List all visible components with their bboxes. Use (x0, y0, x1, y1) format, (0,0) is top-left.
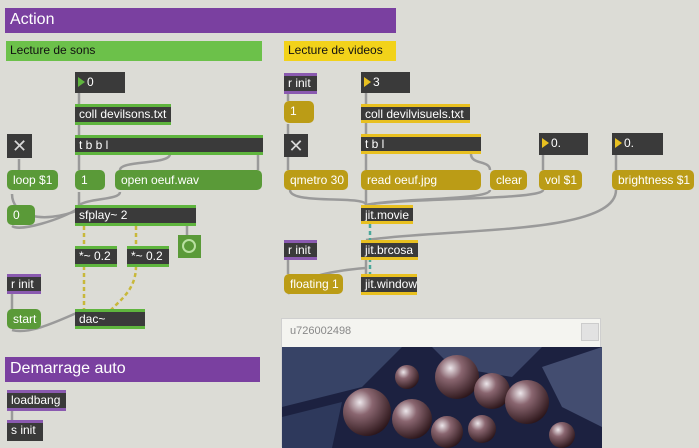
toggle-x-icon: ✕ (11, 136, 28, 156)
brightness-message[interactable]: brightness $1 (612, 170, 694, 190)
gain-right-object[interactable]: *~ 0.2 (127, 246, 169, 267)
coll-devilvisuels-label: coll devilvisuels.txt (365, 107, 464, 121)
coll-devilsons-label: coll devilsons.txt (79, 107, 167, 121)
cord (118, 153, 172, 171)
section-sounds: Lecture de sons (6, 41, 262, 61)
open-oeuf-wav-message[interactable]: open oeuf.wav (115, 170, 262, 190)
start-message[interactable]: start (7, 309, 41, 329)
floating-message[interactable]: floating 1 (284, 274, 343, 294)
send-init-label: s init (11, 423, 36, 437)
trigger-video-object[interactable]: t b l (361, 134, 481, 154)
trigger-sound-object[interactable]: t b b l (75, 135, 263, 155)
vol-number-box[interactable]: 0. (539, 133, 588, 155)
signal-cord (109, 265, 138, 312)
r-init-sound-label: r init (11, 277, 34, 291)
video-number-box[interactable]: 3 (361, 72, 410, 93)
jit-brcosa-object[interactable]: jit.brcosa (361, 240, 418, 260)
r-init-sound-object[interactable]: r init (7, 274, 41, 294)
loop-toggle[interactable]: ✕ (7, 134, 32, 158)
gain-right-label: *~ 0.2 (131, 249, 163, 263)
vol-message[interactable]: vol $1 (539, 170, 582, 190)
loadbang-object[interactable]: loadbang (7, 390, 66, 411)
window-title: u726002498 (290, 325, 352, 337)
sfplay-object[interactable]: sfplay~ 2 (75, 205, 196, 226)
clear-message[interactable]: clear (490, 170, 527, 190)
gain-left-label: *~ 0.2 (79, 249, 111, 263)
r-init-video-object[interactable]: r init (284, 73, 317, 94)
jit-window-label: jit.window (365, 277, 418, 291)
trigger-sound-label: t b b l (79, 138, 109, 152)
metro-toggle[interactable]: ✕ (284, 134, 308, 157)
read-oeuf-jpg-message[interactable]: read oeuf.jpg (361, 170, 481, 190)
jit-movie-label: jit.movie (365, 208, 410, 222)
header-action: Action (5, 8, 396, 33)
cord (469, 153, 492, 171)
loop-message[interactable]: loop $1 (7, 170, 58, 190)
video-frame-image (282, 347, 602, 448)
jit-brcosa-label: jit.brcosa (365, 243, 414, 257)
header-demarrage-auto: Demarrage auto (5, 357, 260, 382)
video-frame (282, 347, 602, 448)
cord (365, 188, 545, 207)
trigger-video-label: t b l (365, 137, 385, 151)
toggle-x-icon: ✕ (288, 136, 304, 156)
section-videos: Lecture de videos (284, 41, 396, 61)
sfplay-label: sfplay~ 2 (79, 208, 128, 222)
cord (288, 189, 368, 207)
cord (11, 310, 80, 333)
sound-number-box[interactable]: 0 (75, 72, 125, 93)
dac-object[interactable]: dac~ (75, 309, 145, 329)
r-init-floating-object[interactable]: r init (284, 240, 317, 260)
coll-devilvisuels-object[interactable]: coll devilvisuels.txt (361, 104, 470, 123)
cord (78, 191, 122, 207)
one-message-video[interactable]: 1 (284, 101, 314, 123)
send-init-object[interactable]: s init (7, 420, 43, 441)
cord (365, 189, 618, 242)
r-init-floating-label: r init (288, 243, 311, 257)
qmetro-object[interactable]: qmetro 30 (284, 170, 348, 190)
bang-button[interactable] (178, 235, 201, 258)
window-close-button[interactable] (581, 323, 599, 341)
brightness-number-box[interactable]: 0. (612, 133, 663, 155)
jit-window-preview[interactable]: u726002498 (281, 318, 602, 448)
jit-movie-object[interactable]: jit.movie (361, 205, 413, 224)
zero-message[interactable]: 0 (7, 205, 35, 225)
cord (11, 206, 80, 229)
one-message-sound[interactable]: 1 (75, 170, 105, 190)
coll-devilsons-object[interactable]: coll devilsons.txt (75, 104, 171, 125)
dac-label: dac~ (79, 312, 106, 326)
loadbang-label: loadbang (11, 393, 61, 407)
gain-left-object[interactable]: *~ 0.2 (75, 246, 117, 267)
jit-window-object[interactable]: jit.window (361, 274, 417, 295)
r-init-video-label: r init (288, 76, 311, 90)
